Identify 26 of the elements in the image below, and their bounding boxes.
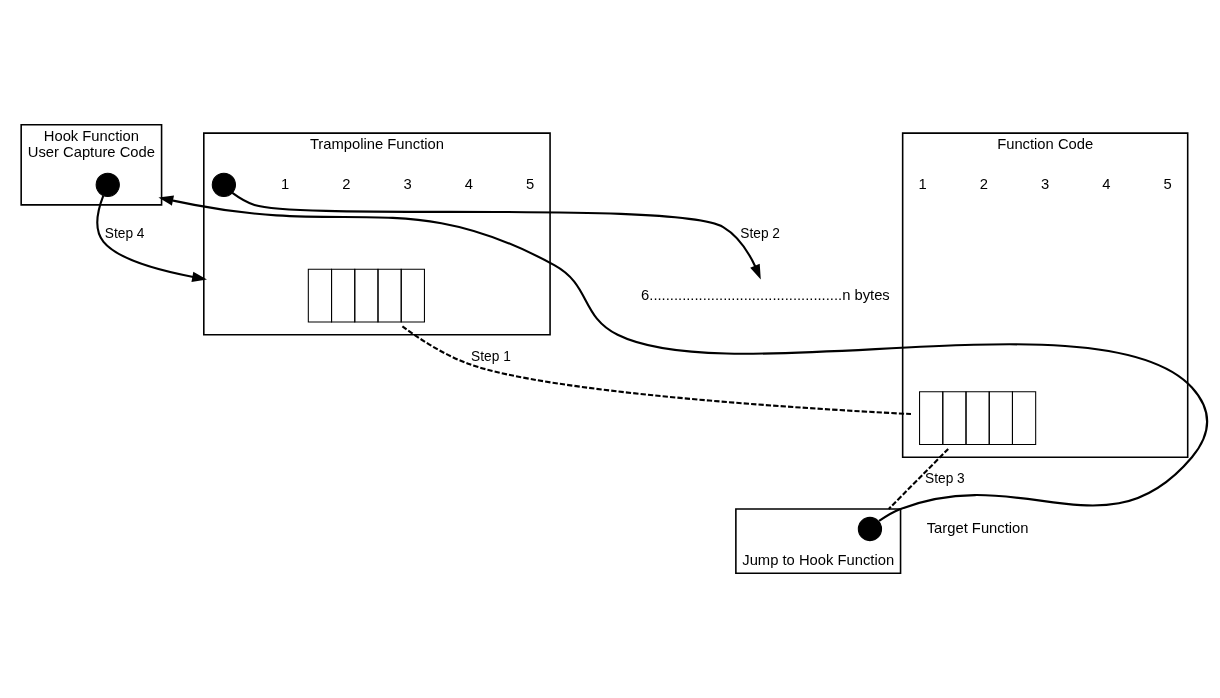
node-circle <box>211 172 236 197</box>
node-circle <box>95 172 120 197</box>
cluster: Jump to Hook Function <box>735 508 902 575</box>
label: 2 <box>342 175 351 192</box>
node-circle <box>857 516 883 542</box>
edge-label: Step 3 <box>925 470 965 486</box>
label: 2 <box>979 175 989 192</box>
label: 1 <box>918 175 927 192</box>
arrow <box>158 195 1209 522</box>
label: 1 <box>280 175 290 192</box>
arrow <box>231 191 761 280</box>
edge-label: Step 2 <box>740 226 780 242</box>
label: 3 <box>1041 175 1050 192</box>
node-text: 6...............................................n bytes <box>641 286 890 303</box>
arrow <box>96 195 207 282</box>
label: 5 <box>525 175 535 192</box>
label: 4 <box>464 175 473 192</box>
connector <box>888 448 949 510</box>
label: 5 <box>1163 175 1172 192</box>
cluster: Hook Function User Capture Code <box>20 123 163 206</box>
edge-label: Step 4 <box>104 226 145 242</box>
label: 3 <box>403 175 412 192</box>
label: 4 <box>1102 175 1111 192</box>
connector <box>401 325 912 416</box>
edge-label: Step 1 <box>471 348 511 364</box>
label: Target Function <box>926 519 1029 536</box>
